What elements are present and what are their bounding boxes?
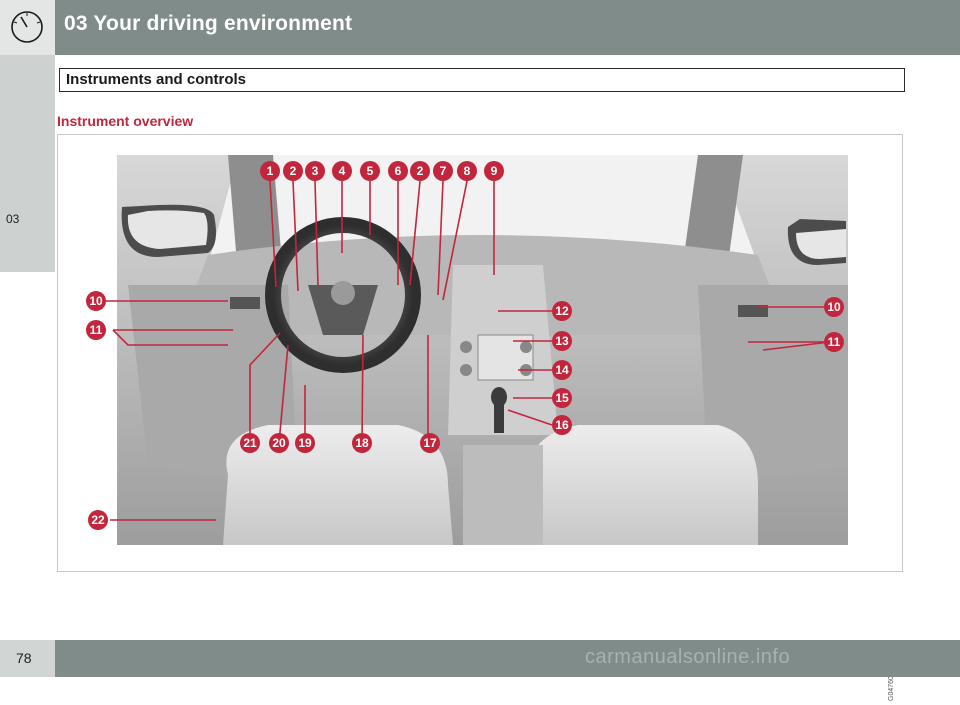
instrument-overview-figure: 1 2 3 4 5 6 2 7 8 9 10 11 12 13 14 15 16… xyxy=(57,134,903,701)
callout-4 xyxy=(332,161,352,181)
callout-label-1: 1 xyxy=(267,164,274,178)
callout-label-15: 15 xyxy=(555,391,569,405)
chapter-title: 03 Your driving environment xyxy=(64,12,353,35)
callout-label-10-left: 10 xyxy=(89,294,103,308)
callout-label-9: 9 xyxy=(491,164,498,178)
callout-label-21: 21 xyxy=(243,436,257,450)
callout-lines: 1 2 3 4 5 6 2 7 8 9 10 11 12 13 14 15 16… xyxy=(86,161,844,530)
callout-12 xyxy=(552,301,572,321)
footer-page-box xyxy=(0,640,55,677)
callout-label-3: 3 xyxy=(312,164,319,178)
callout-9 xyxy=(484,161,504,181)
footer-bar xyxy=(55,640,960,677)
callout-13 xyxy=(552,331,572,351)
chapter-header xyxy=(0,0,960,55)
callout-label-7: 7 xyxy=(440,164,447,178)
callout-11-right xyxy=(824,332,844,352)
watermark: carmanualsonline.info xyxy=(585,646,791,668)
page-number: 78 xyxy=(16,650,32,666)
callout-19 xyxy=(295,433,315,453)
chapter-side-tab xyxy=(0,55,55,272)
callout-21 xyxy=(240,433,260,453)
callout-22 xyxy=(88,510,108,530)
chapter-icon-box xyxy=(0,0,55,55)
chapter-side-number: 03 xyxy=(6,212,20,226)
callout-16 xyxy=(552,415,572,435)
callout-1 xyxy=(260,161,280,181)
callout-2b xyxy=(410,161,430,181)
section-title: Instruments and controls xyxy=(66,71,247,88)
callout-18 xyxy=(352,433,372,453)
speedometer-icon xyxy=(11,11,43,43)
callout-15 xyxy=(552,388,572,408)
callout-2 xyxy=(283,161,303,181)
callout-5 xyxy=(360,161,380,181)
callout-label-10-right: 10 xyxy=(827,300,841,314)
callout-label-20: 20 xyxy=(272,436,286,450)
callout-label-22: 22 xyxy=(91,513,105,527)
callout-label-6: 6 xyxy=(395,164,402,178)
callout-label-17: 17 xyxy=(423,436,437,450)
dashboard-illustration xyxy=(117,155,848,545)
callout-6 xyxy=(388,161,408,181)
callout-label-5: 5 xyxy=(367,164,374,178)
callout-label-8: 8 xyxy=(464,164,471,178)
callout-7 xyxy=(433,161,453,181)
callout-label-12: 12 xyxy=(555,304,569,318)
callout-label-2b: 2 xyxy=(417,164,424,178)
callout-label-11-left: 11 xyxy=(90,323,103,337)
callout-17 xyxy=(420,433,440,453)
callout-label-19: 19 xyxy=(298,436,312,450)
callout-14 xyxy=(552,360,572,380)
section-title-box: Instruments and controls xyxy=(59,68,905,92)
callout-11-left xyxy=(86,320,106,340)
callout-label-13: 13 xyxy=(555,334,569,348)
callout-10-right xyxy=(824,297,844,317)
callout-label-11-right: 11 xyxy=(828,335,841,349)
callout-8 xyxy=(457,161,477,181)
callout-label-4: 4 xyxy=(339,164,346,178)
callout-label-18: 18 xyxy=(355,436,369,450)
callout-label-16: 16 xyxy=(555,418,569,432)
callout-label-14: 14 xyxy=(555,363,569,377)
callout-label-2: 2 xyxy=(290,164,297,178)
subheading: Instrument overview xyxy=(57,113,194,129)
callout-3 xyxy=(305,161,325,181)
callout-20 xyxy=(269,433,289,453)
callout-10-left xyxy=(86,291,106,311)
